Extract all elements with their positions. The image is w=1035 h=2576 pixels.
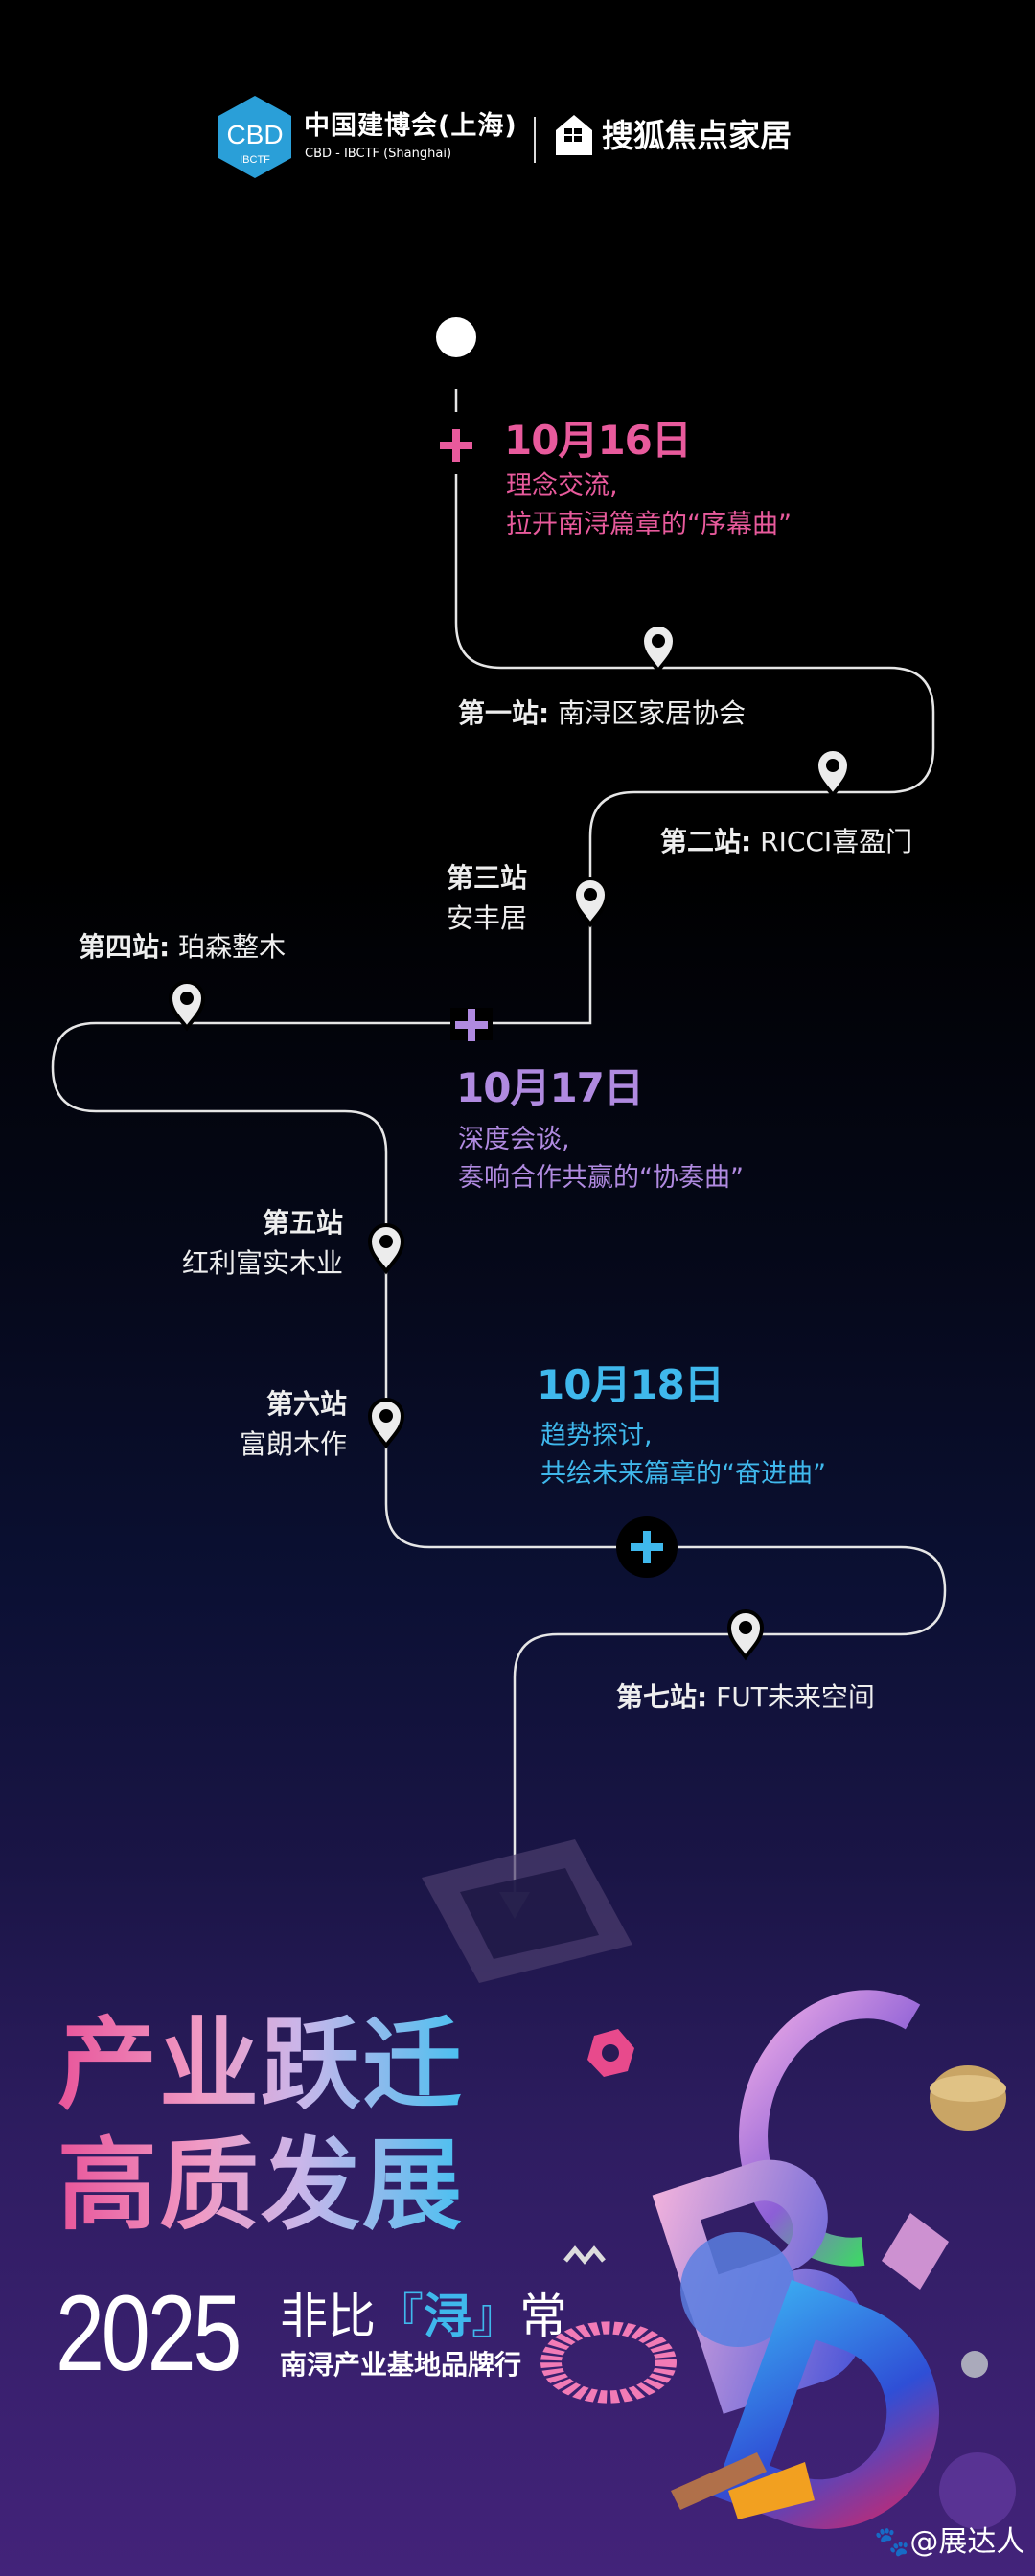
day2-date: 10月17日 [456, 1064, 644, 1111]
station-4-label: 第四站: [79, 931, 171, 963]
slogan-highlight: 浔 [424, 2289, 472, 2344]
headline-line2: 高质发展 [58, 2127, 465, 2244]
station-1-name: 南浔区家居协会 [558, 697, 747, 729]
station-2-name: RICCI喜盈门 [760, 826, 913, 857]
station-7: 第七站: FUT未来空间 [616, 1677, 875, 1718]
day3-date: 10月18日 [537, 1361, 724, 1408]
station-6: 第六站富朗木作 [96, 1384, 347, 1465]
day1-date: 10月16日 [504, 417, 692, 464]
slogan-bracket-open: 『 [376, 2289, 424, 2344]
station-6-label: 第六站 [265, 1388, 347, 1420]
plus-icon-day3 [616, 1516, 678, 1578]
pin-icon-station-2 [815, 747, 851, 797]
slogan: 非比『浔』常 [280, 2290, 567, 2343]
station-5-name: 红利富实木业 [181, 1247, 343, 1279]
year: 2025 [56, 2273, 242, 2393]
station-3-label: 第三站 [446, 862, 527, 894]
house-logo-icon [556, 115, 592, 155]
day1-desc-line2: 拉开南浔篇章的“序幕曲” [506, 510, 792, 539]
gear-decoration [540, 2321, 677, 2404]
station-3: 第三站安丰居 [383, 858, 527, 939]
station-4-name: 珀森整木 [178, 931, 287, 963]
station-1-label: 第一站: [458, 697, 550, 729]
paw-icon: 🐾 [874, 2525, 910, 2559]
station-2: 第二站: RICCI喜盈门 [660, 822, 912, 862]
pin-icon-station-6 [368, 1398, 404, 1448]
day1-desc-line1: 理念交流, [506, 471, 618, 501]
subtitle: 南浔产业基地品牌行 [280, 2349, 522, 2381]
day2-desc-line1: 深度会谈, [458, 1125, 570, 1154]
slogan-bracket-close: 』 [472, 2289, 519, 2344]
watermark: 🐾@展达人 [874, 2525, 1024, 2560]
station-1: 第一站: 南浔区家居协会 [458, 694, 746, 734]
station-7-label: 第七站: [616, 1681, 708, 1713]
station-5-label: 第五站 [262, 1207, 343, 1239]
plus-icon-day2 [450, 1008, 493, 1041]
day3-desc: 趋势探讨, 共绘未来篇章的“奋进曲” [540, 1417, 826, 1493]
day3-desc-line2: 共绘未来篇章的“奋进曲” [540, 1459, 826, 1489]
cbd-logo-text: CBD [226, 120, 283, 149]
slogan-part-a: 非比 [280, 2289, 376, 2344]
pin-icon-station-7 [727, 1609, 764, 1659]
cbd-logo-sub: IBCTF [240, 154, 270, 166]
pin-icon-station-1 [640, 623, 677, 672]
day2-desc: 深度会谈, 奏响合作共赢的“协奏曲” [458, 1121, 744, 1197]
station-4: 第四站: 珀森整木 [79, 927, 286, 968]
cbd-logo: CBD IBCTF [218, 96, 291, 178]
pin-icon-station-5 [368, 1223, 404, 1273]
pink-cube-decoration [882, 2213, 949, 2290]
day2-desc-line2: 奏响合作共赢的“协奏曲” [458, 1163, 744, 1193]
decorative-3d-art [422, 1839, 1016, 2529]
start-dot [436, 317, 476, 357]
station-6-name: 富朗木作 [239, 1428, 347, 1460]
pin-icon-station-3 [572, 877, 609, 926]
partner-name: 搜狐焦点家居 [602, 117, 792, 154]
spring-decoration [564, 2245, 606, 2265]
station-5: 第五站红利富实木业 [96, 1203, 343, 1284]
letter-d-art [712, 2279, 939, 2529]
day1-desc: 理念交流, 拉开南浔篇章的“序幕曲” [506, 467, 792, 544]
logo-divider [534, 117, 536, 163]
day3-desc-line1: 趋势探讨, [540, 1421, 653, 1450]
station-2-label: 第二站: [660, 826, 752, 857]
org-name-en: CBD - IBCTF (Shanghai) [305, 147, 452, 161]
watermark-text: @展达人 [909, 2525, 1025, 2559]
slogan-part-b: 常 [519, 2289, 567, 2344]
plus-icon-day1 [440, 429, 472, 462]
headline-line1: 产业跃迁 [58, 2006, 465, 2123]
route-line [51, 474, 947, 1892]
station-7-name: FUT未来空间 [716, 1681, 875, 1713]
org-name-cn: 中国建博会(上海) [304, 111, 518, 141]
screw-decoration [961, 2351, 988, 2378]
pin-icon-station-4 [169, 980, 205, 1030]
station-3-name: 安丰居 [446, 902, 527, 934]
